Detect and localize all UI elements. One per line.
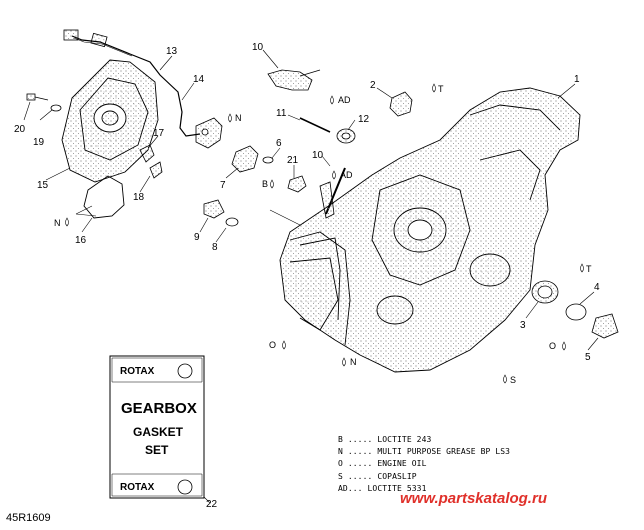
drop-label-n-bottom: N <box>350 357 357 367</box>
legend-item-b: B ..... LOCTITE 243 <box>338 435 432 444</box>
callout-10-top: 10 <box>252 42 264 53</box>
rotax-logo-icon <box>177 363 193 379</box>
wire-harness <box>63 29 201 137</box>
callout-10-mid: 10 <box>312 150 324 161</box>
gasket-box-line3: SET <box>145 443 169 457</box>
callout-13: 13 <box>166 46 178 57</box>
material-legend: B ..... LOCTITE 243 N ..... MULTI PURPOS… <box>338 434 538 495</box>
drop-label-t-3: T <box>586 264 592 274</box>
callout-7: 7 <box>220 180 226 191</box>
gasket-16 <box>83 175 125 219</box>
callout-18: 18 <box>133 192 145 203</box>
callout-12: 12 <box>358 114 370 125</box>
legend-item-n: N ..... MULTI PURPOSE GREASE BP LS3 <box>338 447 511 457</box>
legend-item-s: S ..... COPASLIP <box>338 471 417 481</box>
callout-4: 4 <box>594 282 600 293</box>
callout-11: 11 <box>276 108 287 119</box>
drop-label-o-right: O <box>549 341 556 351</box>
legend-item-ad: AD... LOCTITE 5331 <box>338 483 427 493</box>
drop-label-b-21: B <box>262 179 268 189</box>
legend-item-o: O ..... ENGINE OIL <box>338 459 427 469</box>
callout-numbers: 1 2 3 4 5 6 7 8 9 10 10 11 12 13 14 15 1… <box>14 42 600 510</box>
callout-5: 5 <box>585 352 591 363</box>
gasket-box-line2: GASKET <box>133 425 184 439</box>
callout-16: 16 <box>75 235 87 246</box>
callout-8: 8 <box>212 242 218 253</box>
speed-sensor <box>195 117 223 149</box>
callout-14: 14 <box>193 74 205 85</box>
callout-19: 19 <box>33 137 45 148</box>
gasket-box-brand-bottom: ROTAX <box>120 482 155 493</box>
gasket-box-line1: GEARBOX <box>121 400 197 417</box>
callout-1: 1 <box>574 74 580 85</box>
gasket-box-brand-top: ROTAX <box>120 366 155 377</box>
drop-label-t-2: T <box>438 84 444 94</box>
diagram-reference-code: 45R1609 <box>6 512 51 524</box>
side-cover <box>61 59 159 183</box>
rotax-logo-icon <box>177 479 193 495</box>
callout-6: 6 <box>276 138 282 149</box>
callout-15: 15 <box>37 180 49 191</box>
gasket-set-box: ROTAX GEARBOX GASKET SET ROTAX <box>109 355 205 499</box>
callout-20: 20 <box>14 124 26 135</box>
gearbox-housing <box>279 87 581 373</box>
callout-22: 22 <box>206 499 218 510</box>
callout-2: 2 <box>370 80 376 91</box>
drop-label-ad-10b: AD <box>340 170 353 180</box>
drop-label-ad-10: AD <box>338 95 351 105</box>
callout-9: 9 <box>194 232 200 243</box>
small-parts <box>26 69 619 339</box>
drop-label-o-left: O <box>269 340 276 350</box>
drop-label-s: S <box>510 375 516 385</box>
drop-label-n-16: N <box>54 218 61 228</box>
watermark-link[interactable]: www.partskatalog.ru <box>400 490 547 507</box>
material-drops <box>65 83 584 384</box>
callout-17: 17 <box>153 128 165 139</box>
drop-letters: T T AD AD N N N B O O S <box>54 84 592 385</box>
drop-label-n-14: N <box>235 113 242 123</box>
callout-21: 21 <box>287 155 299 166</box>
callout-3: 3 <box>520 320 526 331</box>
